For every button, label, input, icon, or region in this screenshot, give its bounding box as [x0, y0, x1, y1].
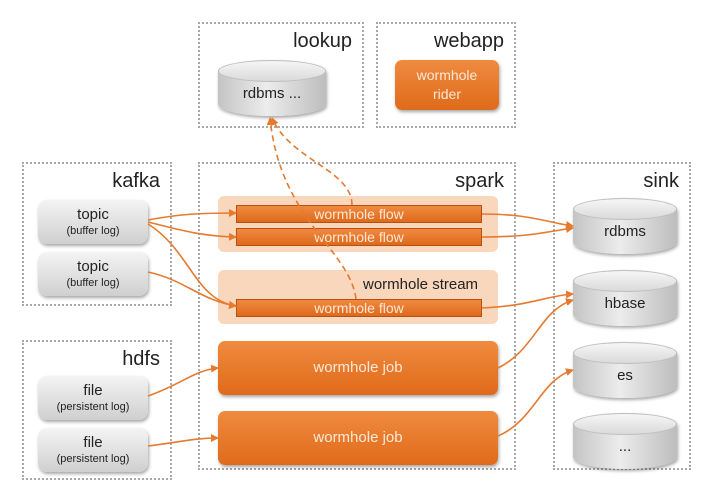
wormhole-job-2: wormhole job: [218, 411, 498, 465]
arrow-job2-es: [497, 368, 574, 437]
sink-more-cylinder: ...: [573, 413, 677, 469]
spark-title: spark: [455, 170, 504, 192]
kafka-title: kafka: [112, 170, 160, 192]
topic-1-label: topic: [77, 205, 109, 223]
wormhole-rider-box: wormhole rider: [395, 60, 499, 110]
wormhole-flow-2-label: wormhole flow: [314, 229, 404, 245]
wormhole-flow-1: wormhole flow: [236, 205, 482, 223]
file-2-label: file: [83, 433, 103, 451]
sink-rdbms-cylinder: rdbms: [573, 198, 677, 254]
sink-rdbms-label: rdbms: [604, 222, 646, 240]
file-1-label: file: [83, 381, 103, 399]
wormhole-job-1: wormhole job: [218, 341, 498, 395]
sink-es-cylinder: es: [573, 342, 677, 398]
lookup-rdbms-label: rdbms ...: [242, 84, 302, 102]
wormhole-job-1-label: wormhole job: [313, 358, 403, 376]
arrow-job1-hbase: [497, 298, 574, 369]
kafka-topic-1: topic (buffer log): [38, 200, 148, 244]
file-1-sublabel: (persistent log): [56, 400, 130, 413]
arrow-flow3-hbase: [481, 290, 574, 309]
sink-hbase-label: hbase: [604, 294, 646, 312]
lookup-rdbms-cylinder: rdbms ...: [218, 60, 326, 116]
wormhole-rider-line1: wormhole: [416, 67, 478, 84]
wormhole-flow-1-label: wormhole flow: [314, 206, 404, 222]
topic-2-sublabel: (buffer log): [66, 276, 120, 289]
sink-title: sink: [643, 170, 679, 192]
wormhole-rider-line2: rider: [432, 86, 461, 102]
wormhole-flow-2: wormhole flow: [236, 228, 482, 246]
wormhole-stream-label: wormhole stream: [363, 276, 479, 293]
hdfs-file-2: file (persistent log): [38, 428, 148, 472]
file-2-sublabel: (persistent log): [56, 452, 130, 465]
kafka-topic-2: topic (buffer log): [38, 252, 148, 296]
sink-es-label: es: [617, 366, 633, 384]
wormhole-flow-3-label: wormhole flow: [314, 300, 404, 316]
sink-more-label: ...: [618, 437, 632, 455]
hdfs-file-1: file (persistent log): [38, 376, 148, 420]
sink-hbase-cylinder: hbase: [573, 270, 677, 326]
hdfs-title: hdfs: [122, 348, 160, 370]
arrow-file1-job1: [147, 364, 219, 397]
topic-2-label: topic: [77, 257, 109, 275]
wormhole-job-2-label: wormhole job: [313, 428, 403, 446]
arrow-topic1-flow2: [147, 221, 237, 241]
lookup-dashed-flow3: [266, 117, 357, 300]
arrow-flow1-rdbms: [481, 213, 574, 229]
webapp-title: webapp: [433, 30, 504, 52]
lookup-title: lookup: [293, 30, 352, 52]
arrow-flow2-rdbms: [481, 225, 574, 238]
topic-1-sublabel: (buffer log): [66, 224, 120, 237]
lookup-dashed-flow1: [271, 117, 353, 206]
arrow-topic1-flow1: [147, 209, 237, 221]
arrow-topic2-flow3: [147, 271, 237, 309]
arrow-file2-job2: [147, 434, 219, 447]
arrow-topic1-flow3: [147, 223, 237, 309]
wormhole-flow-3: wormhole flow: [236, 299, 482, 317]
